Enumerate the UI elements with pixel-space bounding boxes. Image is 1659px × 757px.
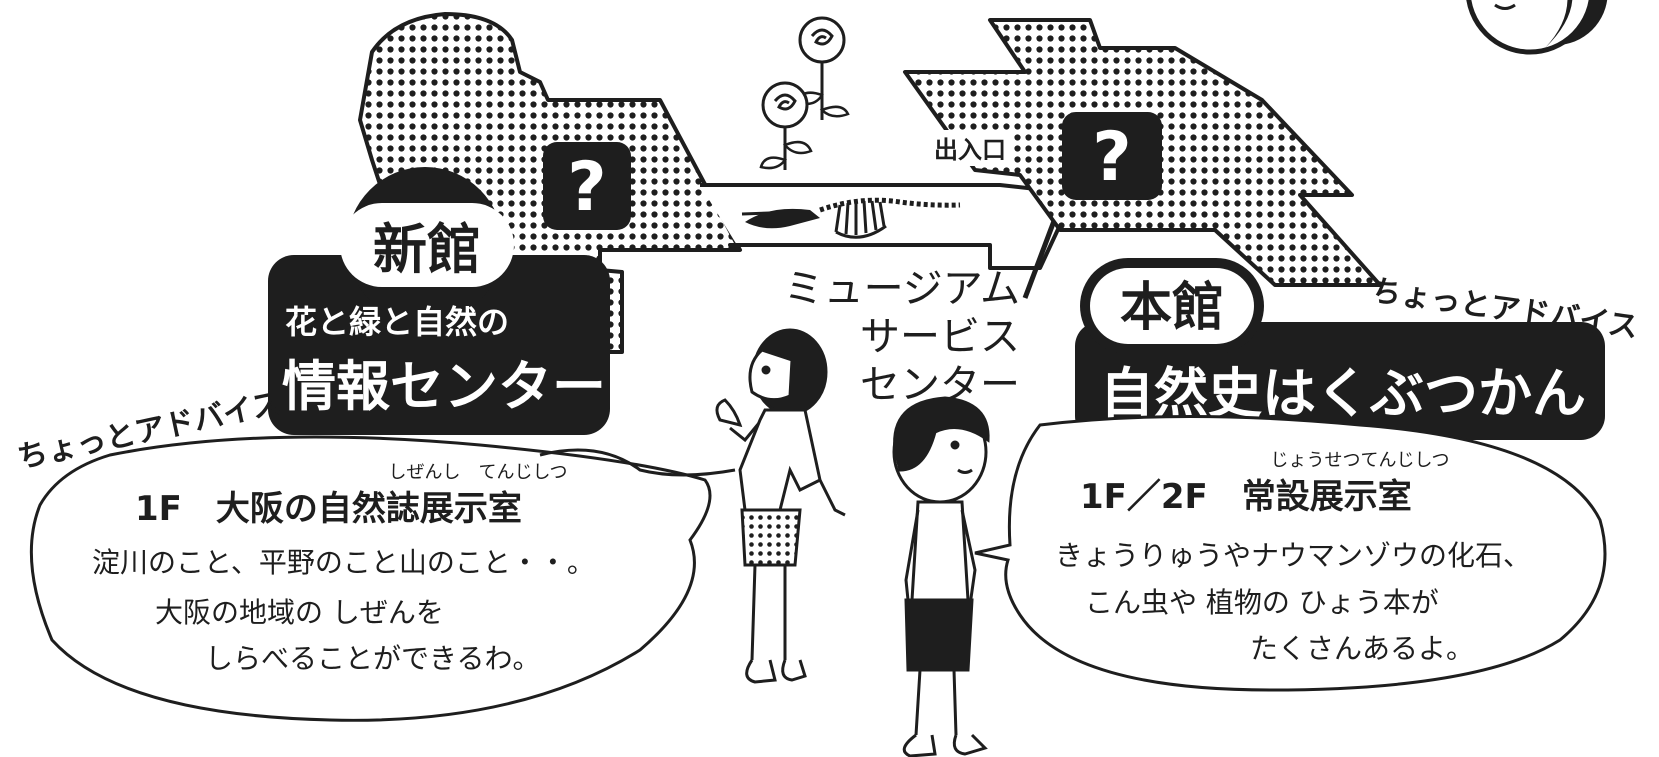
honkan-panel: 本館 自然史はくぶつかん	[1075, 258, 1605, 440]
honkan-line-2: こん虫や 植物の ひょう本が	[1085, 586, 1439, 619]
svg-text:ミュージアム: ミュージアム	[784, 266, 1020, 312]
shinkan-line-2: 大阪の地域の しぜんを	[155, 596, 444, 629]
corner-moon-icon	[1466, 0, 1608, 55]
shinkan-line-1: 淀川のこと、平野のこと山のこと・・。	[92, 546, 595, 579]
svg-text:?: ?	[567, 148, 606, 227]
shinkan-subtitle: 花と緑と自然の	[285, 303, 509, 341]
honkan-badge: 本館	[1120, 278, 1224, 338]
rose-icon	[759, 16, 850, 170]
shinkan-title: 情報センター	[282, 355, 606, 418]
boy-figure	[892, 396, 990, 757]
honkan-speech-bubble	[974, 415, 1607, 692]
svg-text:サービス: サービス	[860, 314, 1020, 360]
honkan-line-3: たくさんあるよ。	[1250, 632, 1474, 665]
shinkan-speech-bubble	[29, 435, 736, 722]
entrance-label: 出入口	[934, 136, 1006, 164]
honkan-floor-label: 1F／2F 常設展示室	[1080, 477, 1412, 517]
honkan-line-1: きょうりゅうやナウマンゾウの化石、	[1055, 539, 1531, 572]
shinkan-floor-ruby: しぜんし てんじしつ	[389, 462, 568, 483]
shinkan-badge: 新館	[373, 218, 481, 281]
svg-text:?: ?	[1092, 118, 1131, 197]
honkan-title: 自然史はくぶつかん	[1100, 362, 1586, 425]
shinkan-line-3: しらべることができるわ。	[205, 642, 540, 675]
question-icon[interactable]: ?	[543, 142, 631, 230]
honkan-floor-ruby: じょうせつてんじしつ	[1271, 450, 1450, 471]
skeleton-icon	[741, 197, 961, 239]
shinkan-panel: 新館 花と緑と自然の 情報センター	[268, 167, 610, 435]
question-icon[interactable]: ?	[1062, 112, 1162, 200]
shinkan-floor-label: 1F 大阪の自然誌展示室	[135, 489, 522, 529]
girl-figure	[715, 328, 846, 684]
